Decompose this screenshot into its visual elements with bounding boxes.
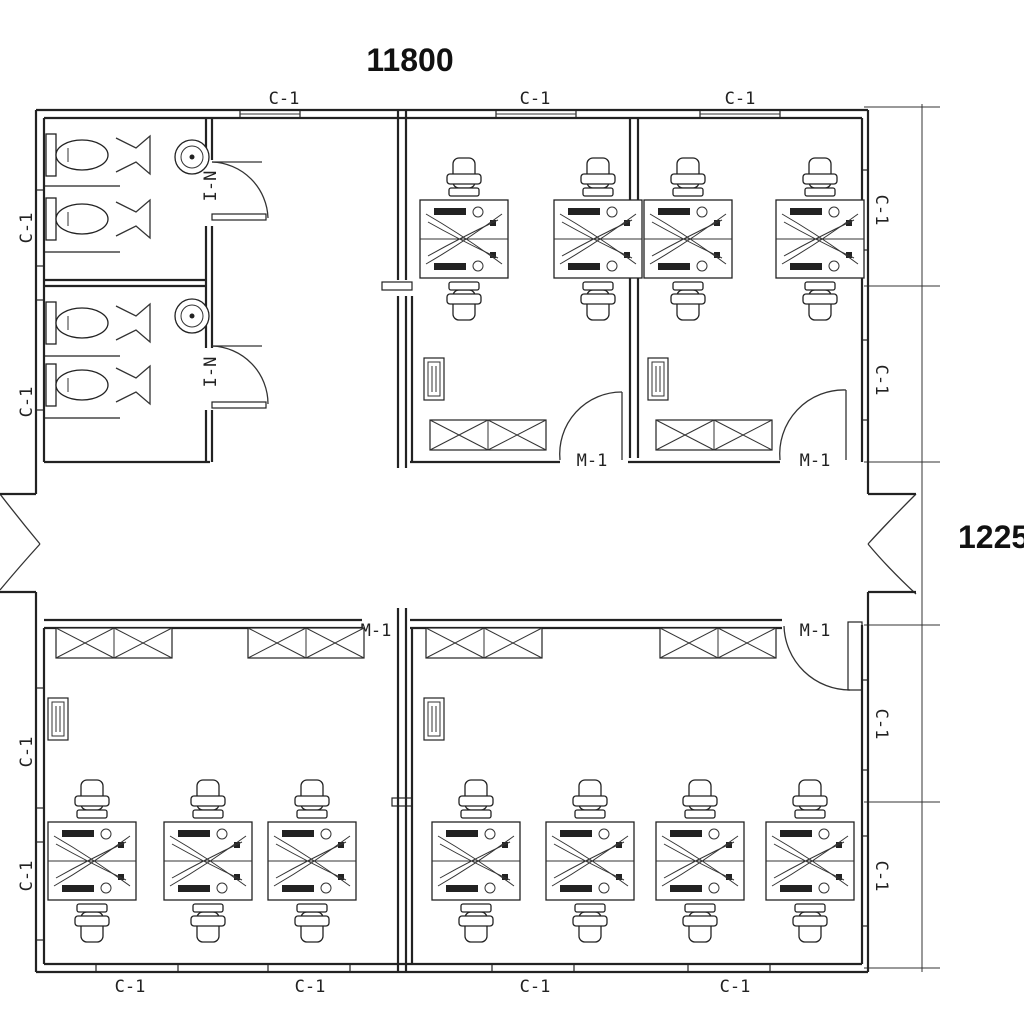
window-tag: C-1 [725,89,756,109]
washbasin [174,139,210,175]
window-tag: C-1 [17,213,37,244]
workstation [267,779,357,943]
workstation [553,157,643,321]
dimension-line [864,104,940,972]
toilet-fixture [45,197,151,241]
window-tag: C-1 [520,977,551,997]
workstation [545,779,635,943]
workstation [765,779,855,943]
doors [0,161,917,691]
window-tag: C-1 [871,861,891,892]
window-tag: C-1 [17,387,37,418]
office-upper-2 [643,157,865,451]
window-tag: C-1 [295,977,326,997]
workstation [431,779,521,943]
office-lower-left [47,627,365,943]
height-dimension: 1225 [958,519,1024,555]
window-tag: C-1 [115,977,146,997]
toilet-fixture [45,301,151,345]
workstation [775,157,865,321]
workstation [163,779,253,943]
workstation [643,157,733,321]
workstation [419,157,509,321]
filing-cabinet [423,697,445,741]
window-tag: C-1 [269,89,300,109]
toilet-fixture [45,363,151,407]
window-tag: C-1 [871,195,891,226]
storage-cabinet [55,627,173,659]
filing-cabinet [647,357,669,401]
office-lower-right [423,627,855,943]
window-tag: C-1 [871,365,891,396]
door-tag: M-1 [800,621,831,641]
window-tag: C-1 [871,709,891,740]
door-tag: M-1 [361,621,392,641]
washbasin [174,298,210,334]
door-tag: M-1 [577,451,608,471]
window-tag: C-1 [720,977,751,997]
windows [35,109,869,973]
toilet-fixture [45,133,151,177]
workstation [655,779,745,943]
interior-walls [44,110,640,972]
storage-cabinet [429,419,547,451]
toilet-door-tag: I-N [201,171,221,202]
window-tag: C-1 [17,861,37,892]
office-upper-1 [419,157,643,451]
storage-cabinet [655,419,773,451]
window-tags: C-1 C-1 C-1 C-1 C-1 C-1 C-1 C-1 C-1 C-1 … [17,89,891,997]
filing-cabinet [47,697,69,741]
filing-cabinet [423,357,445,401]
storage-cabinet [247,627,365,659]
window-tag: C-1 [17,737,37,768]
door-tags: M-1 M-1 M-1 M-1 I-N I-N [201,171,830,641]
door-tag: M-1 [800,451,831,471]
storage-cabinet [425,627,543,659]
toilet-door-tag: I-N [201,357,221,388]
workstation [47,779,137,943]
window-tag: C-1 [520,89,551,109]
width-dimension: 11800 [366,42,453,78]
storage-cabinet [659,627,777,659]
toilet-room [45,133,210,407]
